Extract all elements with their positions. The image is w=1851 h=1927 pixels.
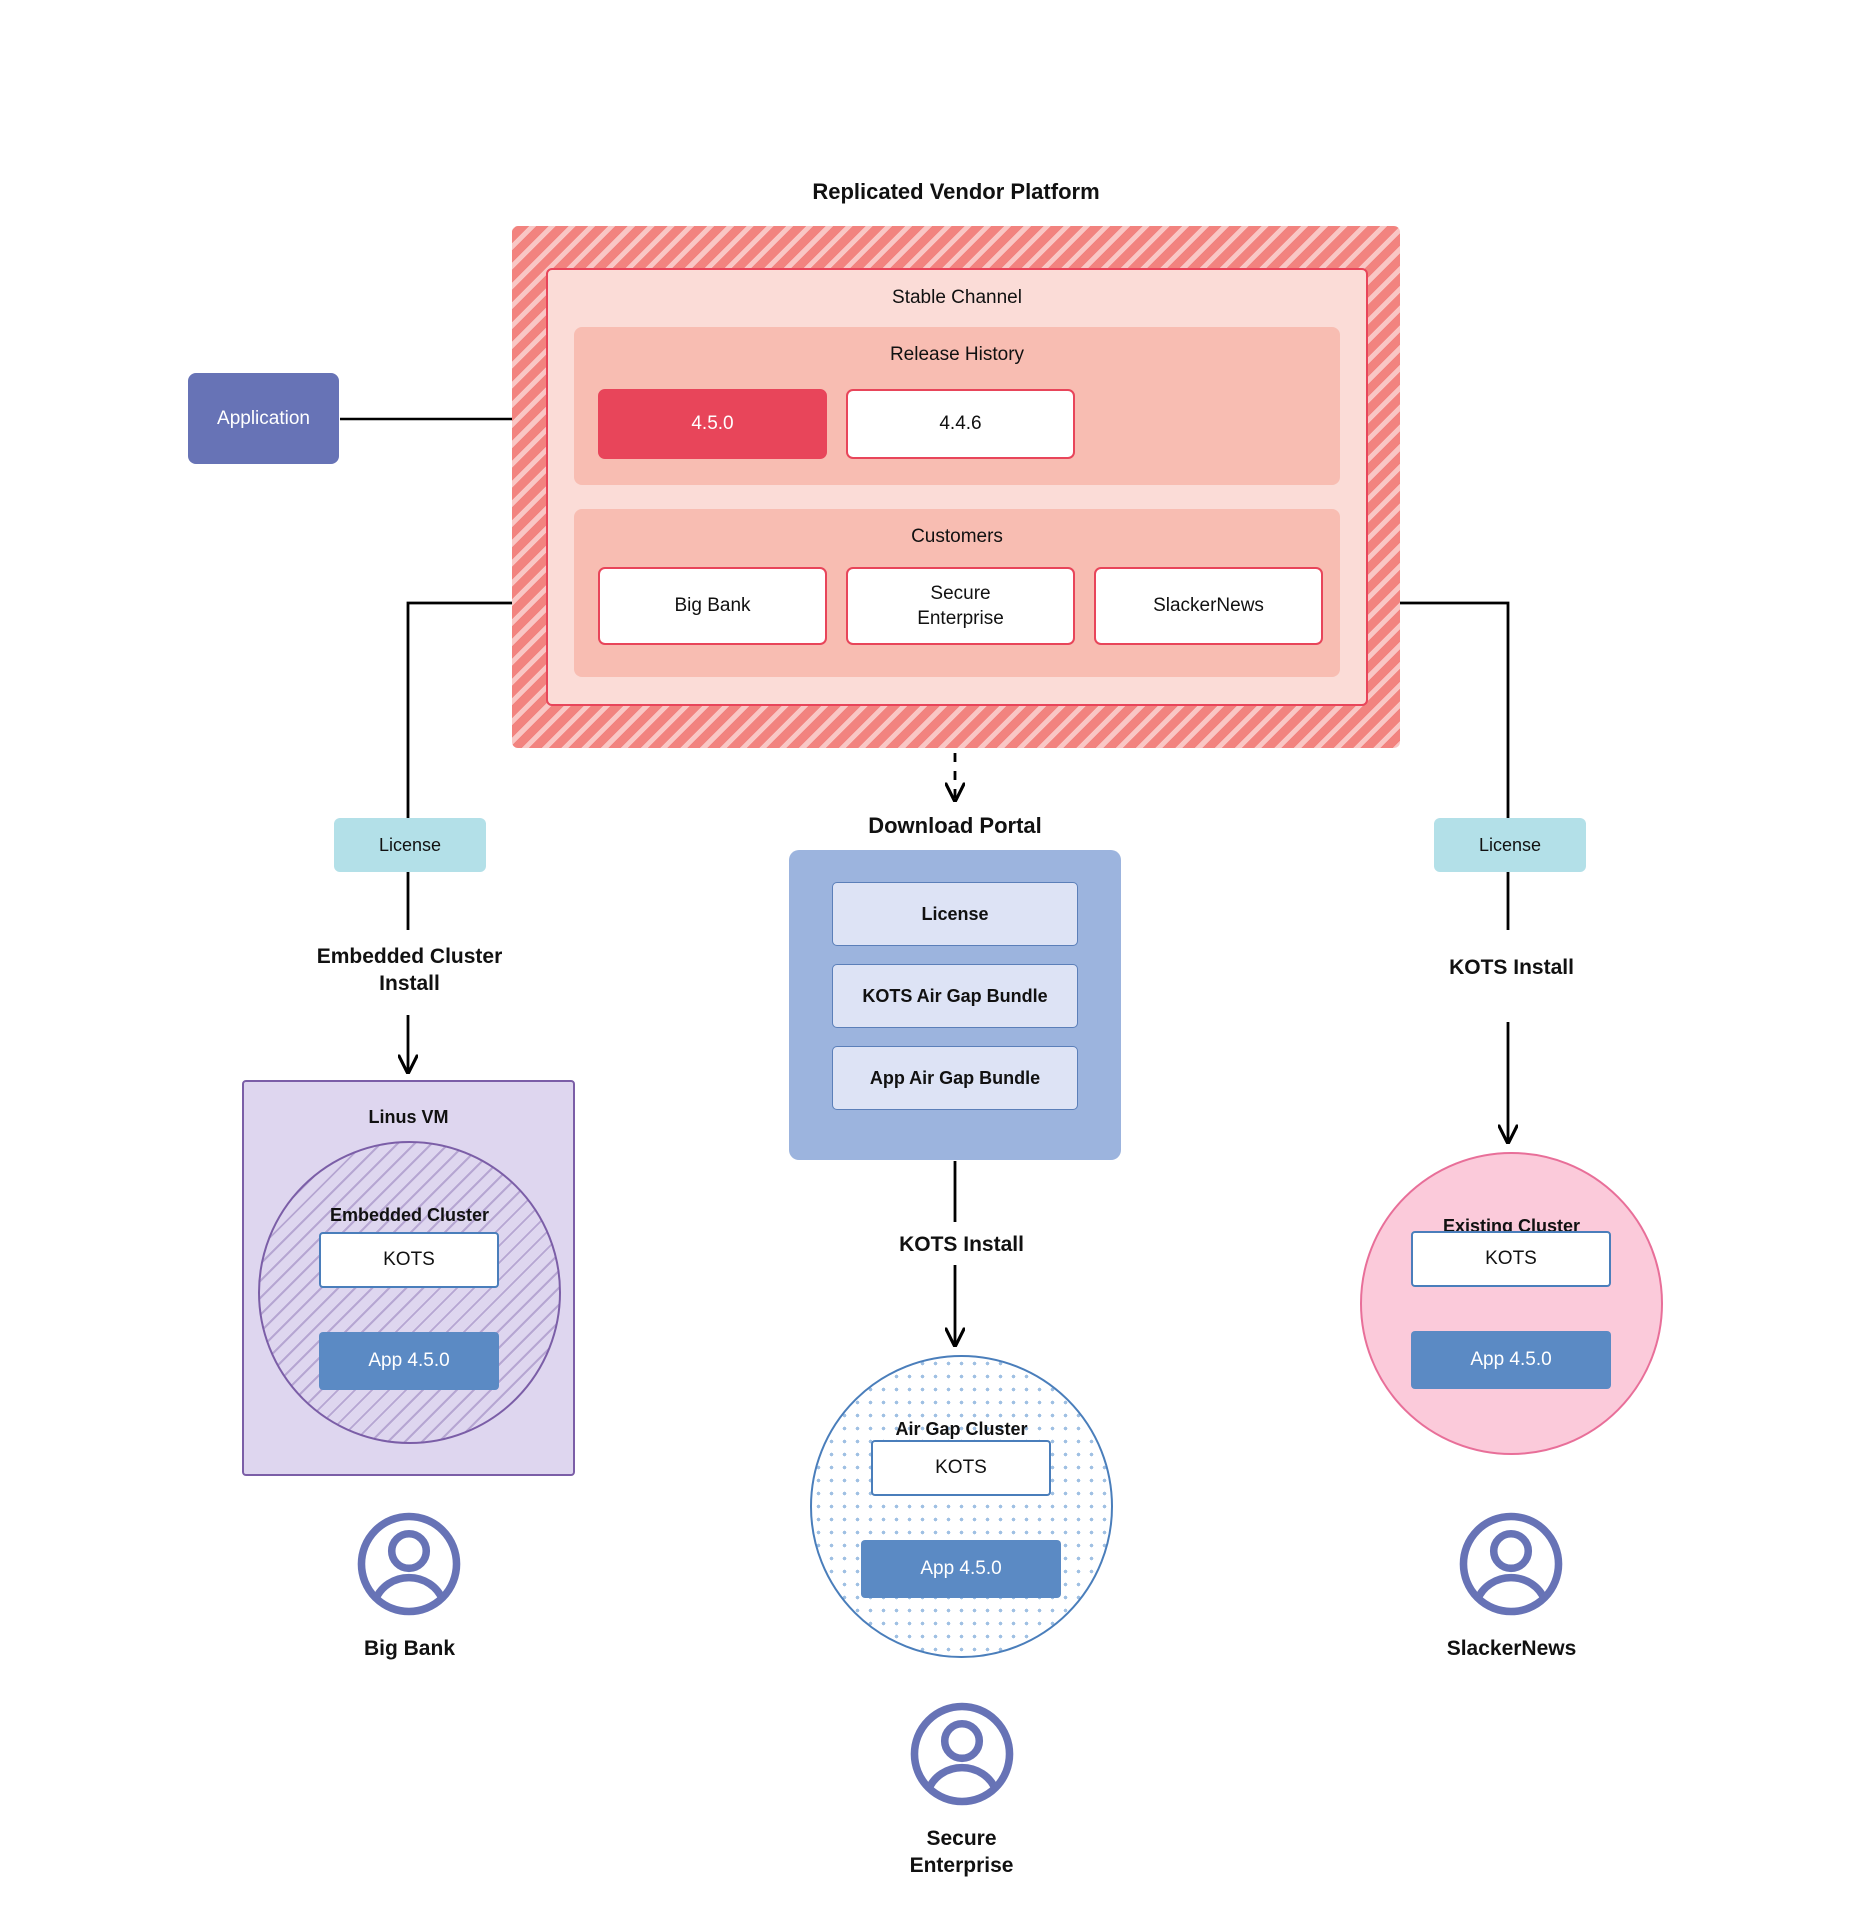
kots-box-existing[interactable]: KOTS: [1411, 1231, 1611, 1287]
kots-box-embedded[interactable]: KOTS: [319, 1232, 499, 1288]
embedded-cluster-install-label: Embedded Cluster Install: [316, 945, 503, 995]
avatar-label-big-bank: Big Bank: [363, 1637, 455, 1660]
application-node[interactable]: Application: [188, 373, 339, 464]
existing-cluster-circle: Existing Cluster: [1360, 1152, 1663, 1455]
app-box-existing[interactable]: App 4.5.0: [1411, 1331, 1611, 1389]
customers-container: Customers Big Bank Secure Enterprise Sla…: [574, 509, 1340, 677]
app-box-airgap[interactable]: App 4.5.0: [861, 1540, 1061, 1598]
customer-card-secure-enterprise[interactable]: Secure Enterprise: [846, 567, 1075, 645]
avatar-label-slackernews: SlackerNews: [1446, 1637, 1577, 1660]
license-chip-left[interactable]: License: [334, 818, 486, 872]
user-avatar-icon: [910, 1702, 1014, 1806]
portal-item-license[interactable]: License: [832, 882, 1078, 946]
customer-card-big-bank[interactable]: Big Bank: [598, 567, 827, 645]
avatar-slackernews: [1457, 1510, 1565, 1618]
kots-install-label-middle: KOTS Install: [899, 1233, 1024, 1256]
user-avatar-icon: [357, 1512, 461, 1616]
air-gap-cluster-title: Air Gap Cluster: [895, 1419, 1028, 1439]
portal-item-kots-air-gap-bundle[interactable]: KOTS Air Gap Bundle: [832, 964, 1078, 1028]
avatar-big-bank: [355, 1510, 463, 1618]
embedded-cluster-title: Embedded Cluster: [329, 1205, 490, 1225]
download-portal-container: License KOTS Air Gap Bundle App Air Gap …: [789, 850, 1121, 1160]
embedded-cluster-circle: Embedded Cluster: [258, 1141, 561, 1444]
portal-item-app-air-gap-bundle[interactable]: App Air Gap Bundle: [832, 1046, 1078, 1110]
download-portal-title: Download Portal: [868, 813, 1042, 838]
customer-card-slackernews[interactable]: SlackerNews: [1094, 567, 1323, 645]
customers-title: Customers: [911, 526, 1003, 547]
release-item-current[interactable]: 4.5.0: [598, 389, 827, 459]
air-gap-cluster-circle: Air Gap Cluster: [810, 1355, 1113, 1658]
release-history-container: Release History 4.5.0 4.4.6: [574, 327, 1340, 485]
release-history-title: Release History: [889, 344, 1025, 365]
kots-box-airgap[interactable]: KOTS: [871, 1440, 1051, 1496]
avatar-label-secure-enterprise: Secure Enterprise: [909, 1827, 1014, 1878]
page-title: Replicated Vendor Platform: [812, 179, 1100, 204]
avatar-secure-enterprise: [908, 1700, 1016, 1808]
user-avatar-icon: [1459, 1512, 1563, 1616]
license-chip-right[interactable]: License: [1434, 818, 1586, 872]
linux-vm-title: Linus VM: [368, 1107, 449, 1127]
stable-channel-title: Stable Channel: [892, 287, 1022, 308]
release-item-previous[interactable]: 4.4.6: [846, 389, 1075, 459]
kots-install-label-right: KOTS Install: [1449, 956, 1574, 979]
app-box-embedded[interactable]: App 4.5.0: [319, 1332, 499, 1390]
